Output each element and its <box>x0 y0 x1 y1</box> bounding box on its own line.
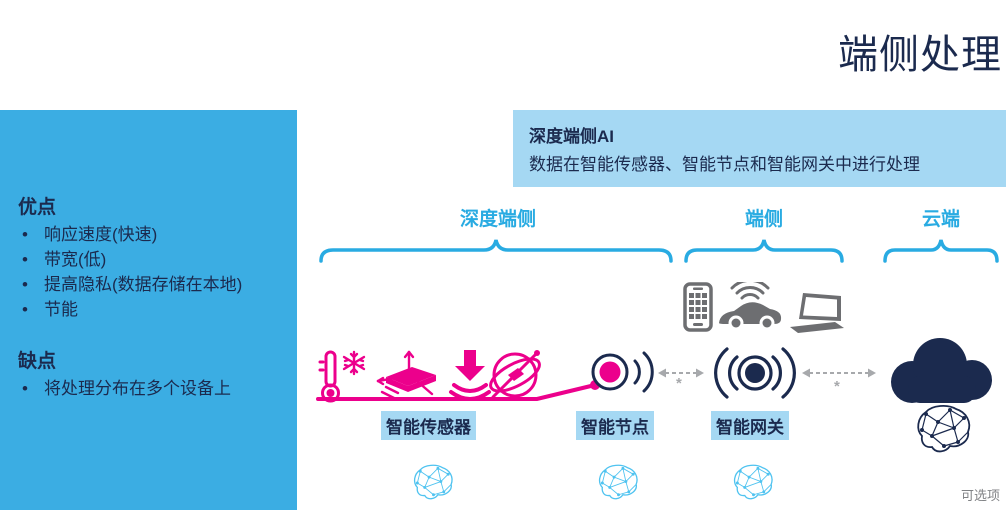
brace-deep-edge <box>319 239 673 263</box>
gateway-cloud-arrow <box>802 368 876 378</box>
pros-cons-panel: 优点 响应速度(快速) 带宽(低) 提高隐私(数据存储在本地) 节能 缺点 将处… <box>0 110 297 510</box>
info-box: 深度端侧AI 数据在智能传感器、智能节点和智能网关中进行处理 <box>513 110 1006 187</box>
list-item: 带宽(低) <box>18 248 283 272</box>
info-box-subtitle: 数据在智能传感器、智能节点和智能网关中进行处理 <box>529 155 920 174</box>
smart-gateway-label: 智能网关 <box>711 411 789 440</box>
accelerometer-icon <box>376 350 436 400</box>
bracket-label-deep-edge: 深度端侧 <box>459 209 537 230</box>
optional-note: 可选项 <box>960 488 1000 503</box>
list-item: 将处理分布在多个设备上 <box>18 377 283 401</box>
brace-edge <box>684 239 844 263</box>
sensor-node-connector-line <box>316 380 600 401</box>
cons-heading: 缺点 <box>18 351 57 372</box>
bracket-label-edge: 端侧 <box>744 209 784 230</box>
cons-list: 将处理分布在多个设备上 <box>18 377 283 401</box>
footnote-marker: * <box>834 378 840 395</box>
laptop-icon <box>790 293 844 333</box>
smart-node-label: 智能节点 <box>576 411 654 440</box>
thermometer-snowflake-icon <box>318 350 366 403</box>
bracket-label-cloud: 云端 <box>921 209 961 230</box>
smart-sensor-label: 智能传感器 <box>381 411 476 440</box>
smart-gateway-icon <box>714 347 796 399</box>
list-item: 响应速度(快速) <box>18 223 283 247</box>
list-item: 提高隐私(数据存储在本地) <box>18 273 283 297</box>
smart-node-icon <box>591 351 654 393</box>
pros-heading: 优点 <box>18 197 57 218</box>
network-brain-icon <box>733 464 773 500</box>
page-title: 端侧处理 <box>838 33 1002 77</box>
network-brain-icon <box>917 404 971 453</box>
node-gateway-arrow <box>658 368 704 378</box>
footnote-marker: * <box>676 375 682 392</box>
network-brain-icon <box>413 464 453 500</box>
gyroscope-icon <box>489 350 541 399</box>
network-brain-icon <box>598 464 638 500</box>
brace-cloud <box>883 239 999 263</box>
list-item: 节能 <box>18 298 283 322</box>
cloud-icon <box>891 338 992 403</box>
info-box-title: 深度端侧AI <box>529 127 614 146</box>
smartphone-icon <box>683 282 713 332</box>
pros-list: 响应速度(快速) 带宽(低) 提高隐私(数据存储在本地) 节能 <box>18 223 283 322</box>
connected-car-icon <box>719 282 782 331</box>
